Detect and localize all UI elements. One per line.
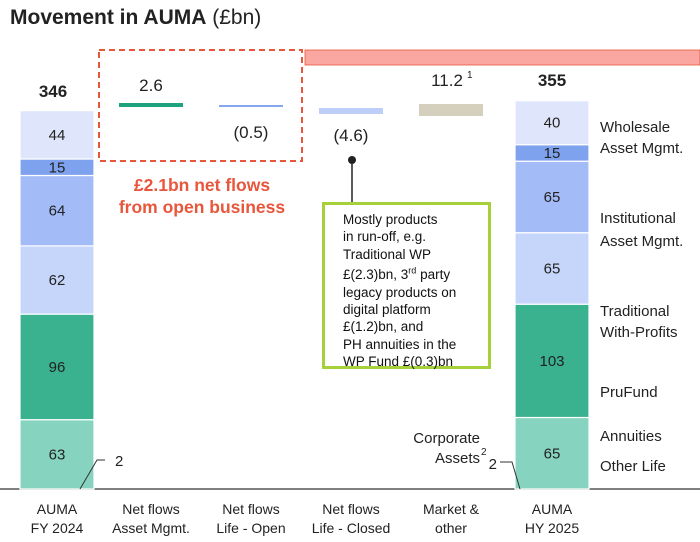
fy2024-seg-other-life — [19, 109, 95, 160]
fy2024-seg-wholesale-asset-mgmt — [19, 419, 95, 490]
legend-prufund-line-0: PruFund — [600, 384, 658, 401]
market-band — [304, 49, 700, 66]
fy2024-label-annuities: 15 — [49, 159, 66, 176]
fy2024-label-other-life: 44 — [49, 127, 66, 144]
market-other-footnote: 1 — [467, 70, 473, 81]
hy2025-corporate-value: 2 — [489, 456, 497, 473]
open-business-line-2: from open business — [118, 197, 286, 217]
fy2024-corporate-leader — [79, 459, 105, 490]
fy2024-label-wholesale-asset-mgmt: 63 — [49, 446, 66, 463]
callout-connector-dot — [348, 156, 356, 164]
fy2024-label-institutional-asset-mgmt: 96 — [49, 359, 66, 376]
hy2025-corporate-leader — [500, 461, 521, 490]
fy2024-corporate-value: 2 — [115, 453, 123, 470]
callout-line-5: legacy products on — [343, 284, 457, 300]
category-label-2-line-1: Life - Open — [216, 520, 285, 536]
callout-line-4: £(2.3)bn, 3rd party — [343, 263, 480, 284]
movement-label-market-other: 11.2 — [431, 71, 463, 90]
movement-bar-market-other — [419, 104, 483, 116]
hy2025-seg-prufund — [514, 160, 590, 234]
movement-bar-net-flows-life-closed — [319, 108, 383, 114]
callout-line-1: Mostly products — [343, 212, 438, 227]
movement-label-asset-mgmt: 2.6 — [139, 76, 163, 95]
callout-line-7: £(1.2)bn, and — [343, 319, 424, 335]
hy2025-seg-wholesale-asset-mgmt — [514, 416, 590, 490]
category-label-3-line-0: Net flows — [322, 501, 380, 517]
legend-traditional-with-profits-line-0: Traditional — [600, 303, 669, 320]
hy2025-label-institutional-asset-mgmt: 103 — [539, 353, 564, 370]
category-label-4-line-0: Market & — [423, 501, 480, 517]
category-label-1-line-0: Net flows — [122, 501, 180, 517]
movement-bar-net-flows-life-open — [219, 105, 283, 107]
open-business-line-1: £2.1bn net flows — [133, 175, 271, 195]
callout-line-6: digital platform — [343, 301, 431, 317]
category-label-3-line-1: Life - Closed — [312, 520, 391, 536]
hy2025-seg-other-life — [514, 100, 590, 146]
hy2025-label-annuities: 15 — [544, 145, 561, 162]
title-unit: (£bn) — [212, 6, 262, 29]
hy2025-seg-institutional-asset-mgmt — [514, 303, 590, 419]
category-label-4-line-1: other — [435, 520, 467, 536]
hy2025-total: 355 — [538, 71, 566, 90]
movement-label-life-closed: (4.6) — [334, 126, 369, 145]
legend-annuities-line-0: Annuities — [600, 428, 662, 445]
fy2024-seg-institutional-asset-mgmt — [19, 313, 95, 421]
movement-bar-net-flows-asset-mgmt — [119, 103, 183, 107]
fy2024-label-traditional-with-profits: 62 — [49, 272, 66, 289]
legend-institutional-asset-mgmt-line-0: Institutional — [600, 210, 676, 227]
corporate-label-line1: Corporate — [413, 430, 480, 447]
category-label-0-line-1: FY 2024 — [31, 520, 84, 536]
fy2024-seg-prufund — [19, 174, 95, 247]
open-business-box — [98, 49, 303, 162]
callout-line-2: in run-off, e.g. — [343, 229, 427, 245]
callout-line-8: PH annuities in the — [343, 336, 457, 352]
legend-traditional-with-profits-line-1: With-Profits — [600, 324, 678, 341]
callout-line-9: WP Fund £(0.3)bn — [343, 353, 454, 369]
hy2025-seg-traditional-with-profits — [514, 232, 590, 305]
legend-other-life-line-0: Other Life — [600, 458, 666, 475]
category-label-5-line-1: HY 2025 — [525, 520, 579, 536]
legend-institutional-asset-mgmt-line-1: Asset Mgmt. — [600, 233, 683, 250]
callout-line-3: Traditional WP — [343, 246, 432, 262]
legend-wholesale-asset-mgmt-line-1: Asset Mgmt. — [600, 140, 683, 157]
fy2024-label-prufund: 64 — [49, 203, 66, 220]
fy2024-seg-traditional-with-profits — [19, 245, 95, 315]
fy2024-total: 346 — [39, 82, 67, 101]
hy2025-label-prufund: 65 — [544, 189, 561, 206]
title-bold: Movement in AUMA — [10, 6, 207, 29]
category-label-2-line-0: Net flows — [222, 501, 280, 517]
callout-line-4-text: £(2.3)bn, 3rd party — [343, 265, 451, 283]
closed-book-callout: Mostly products in run-off, e.g. Traditi… — [322, 202, 491, 369]
page-title: Movement in AUMA (£bn) — [10, 6, 261, 30]
hy2025-label-traditional-with-profits: 65 — [544, 260, 561, 277]
category-label-0-line-0: AUMA — [37, 501, 78, 517]
movement-label-life-open: (0.5) — [234, 123, 269, 142]
category-label-5-line-0: AUMA — [532, 501, 573, 517]
open-business-note: £2.1bn net flows from open business — [104, 174, 300, 218]
corporate-footnote: 2 — [481, 447, 487, 458]
category-label-1-line-1: Asset Mgmt. — [112, 520, 190, 536]
corporate-label-line2: Assets — [435, 450, 480, 467]
hy2025-label-other-life: 40 — [544, 115, 561, 132]
legend-wholesale-asset-mgmt-line-0: Wholesale — [600, 119, 670, 136]
hy2025-label-wholesale-asset-mgmt: 65 — [544, 445, 561, 462]
callout-superscript: rd — [408, 265, 417, 276]
